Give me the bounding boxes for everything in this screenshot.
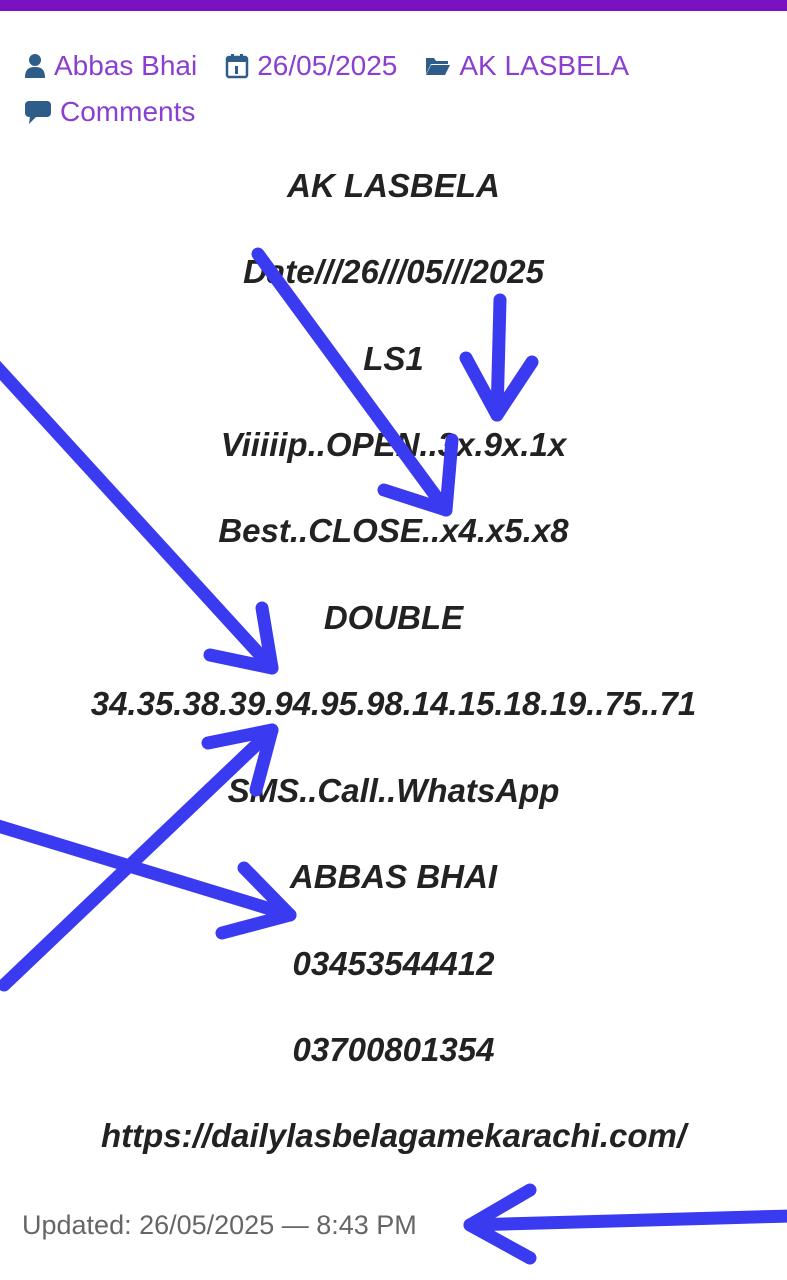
post-meta-comments: Comments — [24, 96, 223, 128]
calendar-icon — [225, 53, 249, 79]
post-line-title: AK LASBELA — [287, 167, 500, 204]
comment-icon — [24, 99, 52, 125]
category-meta[interactable]: AK LASBELA — [425, 50, 629, 82]
post-line-name: ABBAS BHAI — [289, 858, 498, 895]
user-icon — [24, 53, 46, 79]
folder-icon — [425, 55, 451, 77]
comments-link[interactable]: Comments — [60, 96, 196, 127]
arrow-right-to-updated — [463, 1209, 787, 1232]
post-line-contact: SMS..Call..WhatsApp — [227, 772, 560, 809]
post-line-close: Best..CLOSE..x4.x5.x8 — [218, 512, 569, 549]
post-line-numbers: 34.35.38.39.94.95.98.14.15.18.19..75..71 — [90, 685, 697, 722]
post-line-phone-2: 03700801354 — [292, 1031, 495, 1068]
author-link[interactable]: Abbas Bhai — [54, 50, 198, 81]
arrow-date-to-close — [251, 247, 453, 517]
author-meta[interactable]: Abbas Bhai — [24, 50, 197, 82]
arrowhead-right-to-updated — [463, 1183, 537, 1265]
post-line-double: DOUBLE — [323, 599, 464, 636]
top-accent-bar — [0, 0, 787, 11]
comments-meta[interactable]: Comments — [24, 96, 195, 128]
date-meta[interactable]: 26/05/2025 — [225, 50, 397, 82]
category-link[interactable]: AK LASBELA — [459, 50, 630, 81]
post-line-open: Viiiiip..OPEN..3x.9x.1x — [220, 426, 567, 463]
post-line-phone-1: 03453544412 — [292, 945, 495, 982]
date-link[interactable]: 26/05/2025 — [257, 50, 398, 81]
post-meta: Abbas Bhai 26/05/2025 AK LASBELA — [24, 50, 657, 82]
updated-timestamp: Updated: 26/05/2025 — 8:43 PM — [22, 1210, 417, 1240]
post-line-url: https://dailylasbelagamekarachi.com/ — [100, 1117, 687, 1154]
post-line-ls1: LS1 — [363, 340, 424, 377]
post-line-date: Date///26///05///2025 — [243, 253, 544, 290]
